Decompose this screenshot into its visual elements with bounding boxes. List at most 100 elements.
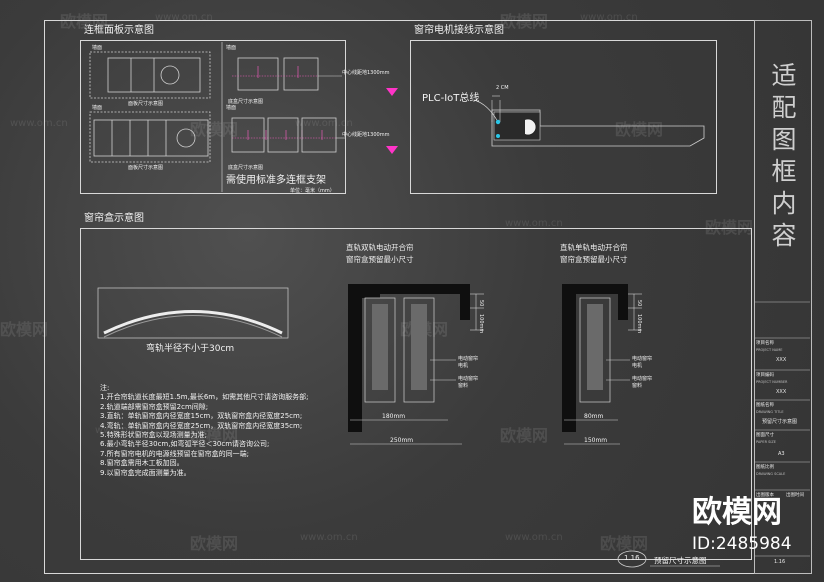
watermark-url: www.om.cn bbox=[505, 218, 563, 229]
dimension-2cm: 2 CM bbox=[496, 85, 509, 91]
note-item: 7.所有窗帘电机的电源线预留在窗帘盒的同一端; bbox=[100, 449, 250, 458]
note-item: 8.窗帘盒需用木工板加固。 bbox=[100, 459, 184, 468]
dim-single-top: 50 bbox=[636, 300, 642, 307]
label-fabric: 电动窗帘 bbox=[458, 376, 479, 382]
label-motor: 电动窗帘 bbox=[632, 356, 653, 362]
double-track-subtitle: 窗帘盒预留最小尺寸 bbox=[346, 255, 414, 264]
single-frame-panel bbox=[89, 51, 211, 99]
tb-sheet-number: 1.16 bbox=[774, 559, 786, 565]
single-track-box-section bbox=[562, 284, 642, 445]
tb-paper-size-value: A3 bbox=[778, 451, 785, 457]
dim-single-inner: 80mm bbox=[584, 413, 604, 420]
sheet-number-bubble bbox=[617, 550, 647, 568]
watermark-text: 欧模网 bbox=[190, 534, 239, 553]
label-wall: 墙面 bbox=[92, 45, 103, 51]
tb-paper-size-sub: PAPER SIZE bbox=[756, 440, 777, 444]
bottom-box-single bbox=[237, 57, 319, 91]
tb-paper-size-label: 图面尺寸 bbox=[756, 433, 774, 438]
tb-scale-label: 图纸比例 bbox=[756, 465, 774, 470]
tb-project-name-value: XXX bbox=[776, 357, 787, 363]
note-item: 6.最小弯轨半径30cm,如弯弧半径＜30cm请咨询公司; bbox=[100, 440, 270, 449]
watermark-text: 欧模网 bbox=[705, 218, 754, 237]
multi-frame-panel bbox=[89, 111, 211, 163]
note-item: 2.轨道端部需窗帘盒预留2cm间隙; bbox=[100, 402, 209, 411]
brand-id: ID:2485984 bbox=[692, 534, 792, 554]
note-item: 9.以窗帘盒完成面测量为准。 bbox=[100, 468, 191, 477]
dim-double-height: 100mm bbox=[478, 314, 484, 334]
label-panel-size: 面板尺寸示意图 bbox=[128, 165, 164, 171]
watermark-url: www.om.cn bbox=[505, 532, 563, 543]
watermark-url: www.om.cn bbox=[155, 12, 213, 23]
tb-project-no-value: XXX bbox=[776, 389, 787, 395]
label-box-size: 底盒尺寸示意图 bbox=[228, 99, 264, 105]
label-box-size: 底盒尺寸示意图 bbox=[228, 165, 264, 171]
dim-single-outer: 150mm bbox=[584, 437, 608, 444]
watermark-url: www.om.cn bbox=[300, 532, 358, 543]
double-track-title: 直轨双轨电动开合帘 bbox=[346, 243, 414, 252]
watermark-url: www.om.cn bbox=[295, 118, 353, 129]
tb-drawing-name-label: 图纸名称 bbox=[756, 403, 774, 408]
tb-project-no-label: 项目编码 bbox=[756, 373, 774, 378]
panel-wiring bbox=[410, 40, 717, 194]
panel-multi-frame bbox=[80, 40, 346, 194]
watermark-text: 欧模网 bbox=[600, 534, 649, 553]
title-block-lines bbox=[754, 301, 810, 557]
watermark-text: 欧模网 bbox=[500, 426, 549, 445]
single-track-title: 直轨单轨电动开合帘 bbox=[560, 243, 628, 252]
dim-single-height: 100mm bbox=[636, 314, 642, 334]
dim-double-inner: 180mm bbox=[382, 413, 406, 420]
label-wall: 墙面 bbox=[92, 105, 103, 111]
panel-title: 连框面板示意图 bbox=[84, 25, 154, 36]
watermark-text: 欧模网 bbox=[615, 120, 664, 139]
rail-radius-label: 弯轨半径不小于30cm bbox=[146, 344, 235, 354]
panel-title: 窗帘盒示意图 bbox=[84, 213, 144, 224]
title-block-column bbox=[754, 20, 812, 574]
label-fabric: 电动窗帘 bbox=[632, 376, 653, 382]
label-wall: 墙面 bbox=[226, 45, 237, 51]
plc-bus-label: PLC-IoT总线 bbox=[422, 93, 480, 104]
brand-logo-text: 欧模网 bbox=[692, 495, 782, 530]
label-center-height: 中心线距地1300mm bbox=[342, 132, 390, 138]
note-item: 1.开合帘轨道长度最短1.5m,最长6m，如需其他尺寸请咨询服务部; bbox=[100, 393, 309, 402]
watermark-text: 欧模网 bbox=[0, 320, 49, 339]
note-item: 4.弯轨：单轨窗帘盒内径宽度25cm，双轨窗帘盒内径宽度35cm; bbox=[100, 421, 303, 430]
sheet-title: 预留尺寸示意图 bbox=[654, 556, 707, 565]
motor-wiring-drawing bbox=[473, 95, 705, 147]
tb-scale-sub: DRAWING SCALE bbox=[756, 472, 786, 476]
watermark-url: www.om.cn bbox=[95, 425, 153, 436]
notes-block: 注: 1.开合帘轨道长度最短1.5m,最长6m，如需其他尺寸请咨询服务部; 2.… bbox=[100, 384, 309, 478]
tb-version-label: 出图版本 bbox=[756, 493, 774, 498]
tb-project-name-label: 项目名称 bbox=[756, 341, 774, 346]
label-fabric: 窗料 bbox=[632, 383, 643, 389]
watermark-text: 欧模网 bbox=[500, 12, 549, 31]
watermark-text: 欧模网 bbox=[60, 12, 109, 31]
title-block-placeholder: 适配图框内容 bbox=[771, 61, 797, 250]
tb-drawing-name-sub: DRAWING TITLE bbox=[756, 410, 784, 414]
tb-drawing-name-value: 预留尺寸示意图 bbox=[762, 419, 798, 425]
marker-triangle bbox=[386, 146, 398, 154]
dim-double-outer: 250mm bbox=[390, 437, 414, 444]
single-track-subtitle: 窗帘盒预留最小尺寸 bbox=[560, 255, 628, 264]
watermark-text: 欧模网 bbox=[190, 120, 239, 139]
label-wall: 墙面 bbox=[226, 105, 237, 111]
double-track-box-section bbox=[348, 284, 484, 445]
note-item: 5.特殊形状窗帘盒以现场测量为准; bbox=[100, 431, 208, 440]
label-panel-size: 面板尺寸示意图 bbox=[128, 101, 164, 107]
sheet-number: 1.16 bbox=[624, 554, 640, 562]
tb-project-no-sub: PROJECT NUMBER bbox=[756, 380, 788, 384]
label-motor: 电动窗帘 bbox=[458, 356, 479, 362]
tb-date-label: 出图时间 bbox=[786, 493, 804, 498]
panel-title: 窗帘电机接线示意图 bbox=[414, 25, 504, 36]
note-item: 3.直轨：单轨窗帘盒内径宽度15cm，双轨窗帘盒内径宽度25cm; bbox=[100, 412, 303, 421]
dim-double-top: 50 bbox=[478, 300, 484, 307]
label-fabric: 窗料 bbox=[458, 383, 469, 389]
watermark-url: www.om.cn bbox=[580, 12, 638, 23]
notes-heading: 注: bbox=[100, 384, 110, 392]
tb-project-name-sub: PROJECT NAME bbox=[756, 348, 783, 352]
bottom-box-multi bbox=[231, 117, 337, 153]
rail-radius-drawing bbox=[97, 287, 289, 339]
label-motor: 电机 bbox=[458, 363, 469, 369]
watermark-text: 欧模网 bbox=[190, 426, 239, 445]
